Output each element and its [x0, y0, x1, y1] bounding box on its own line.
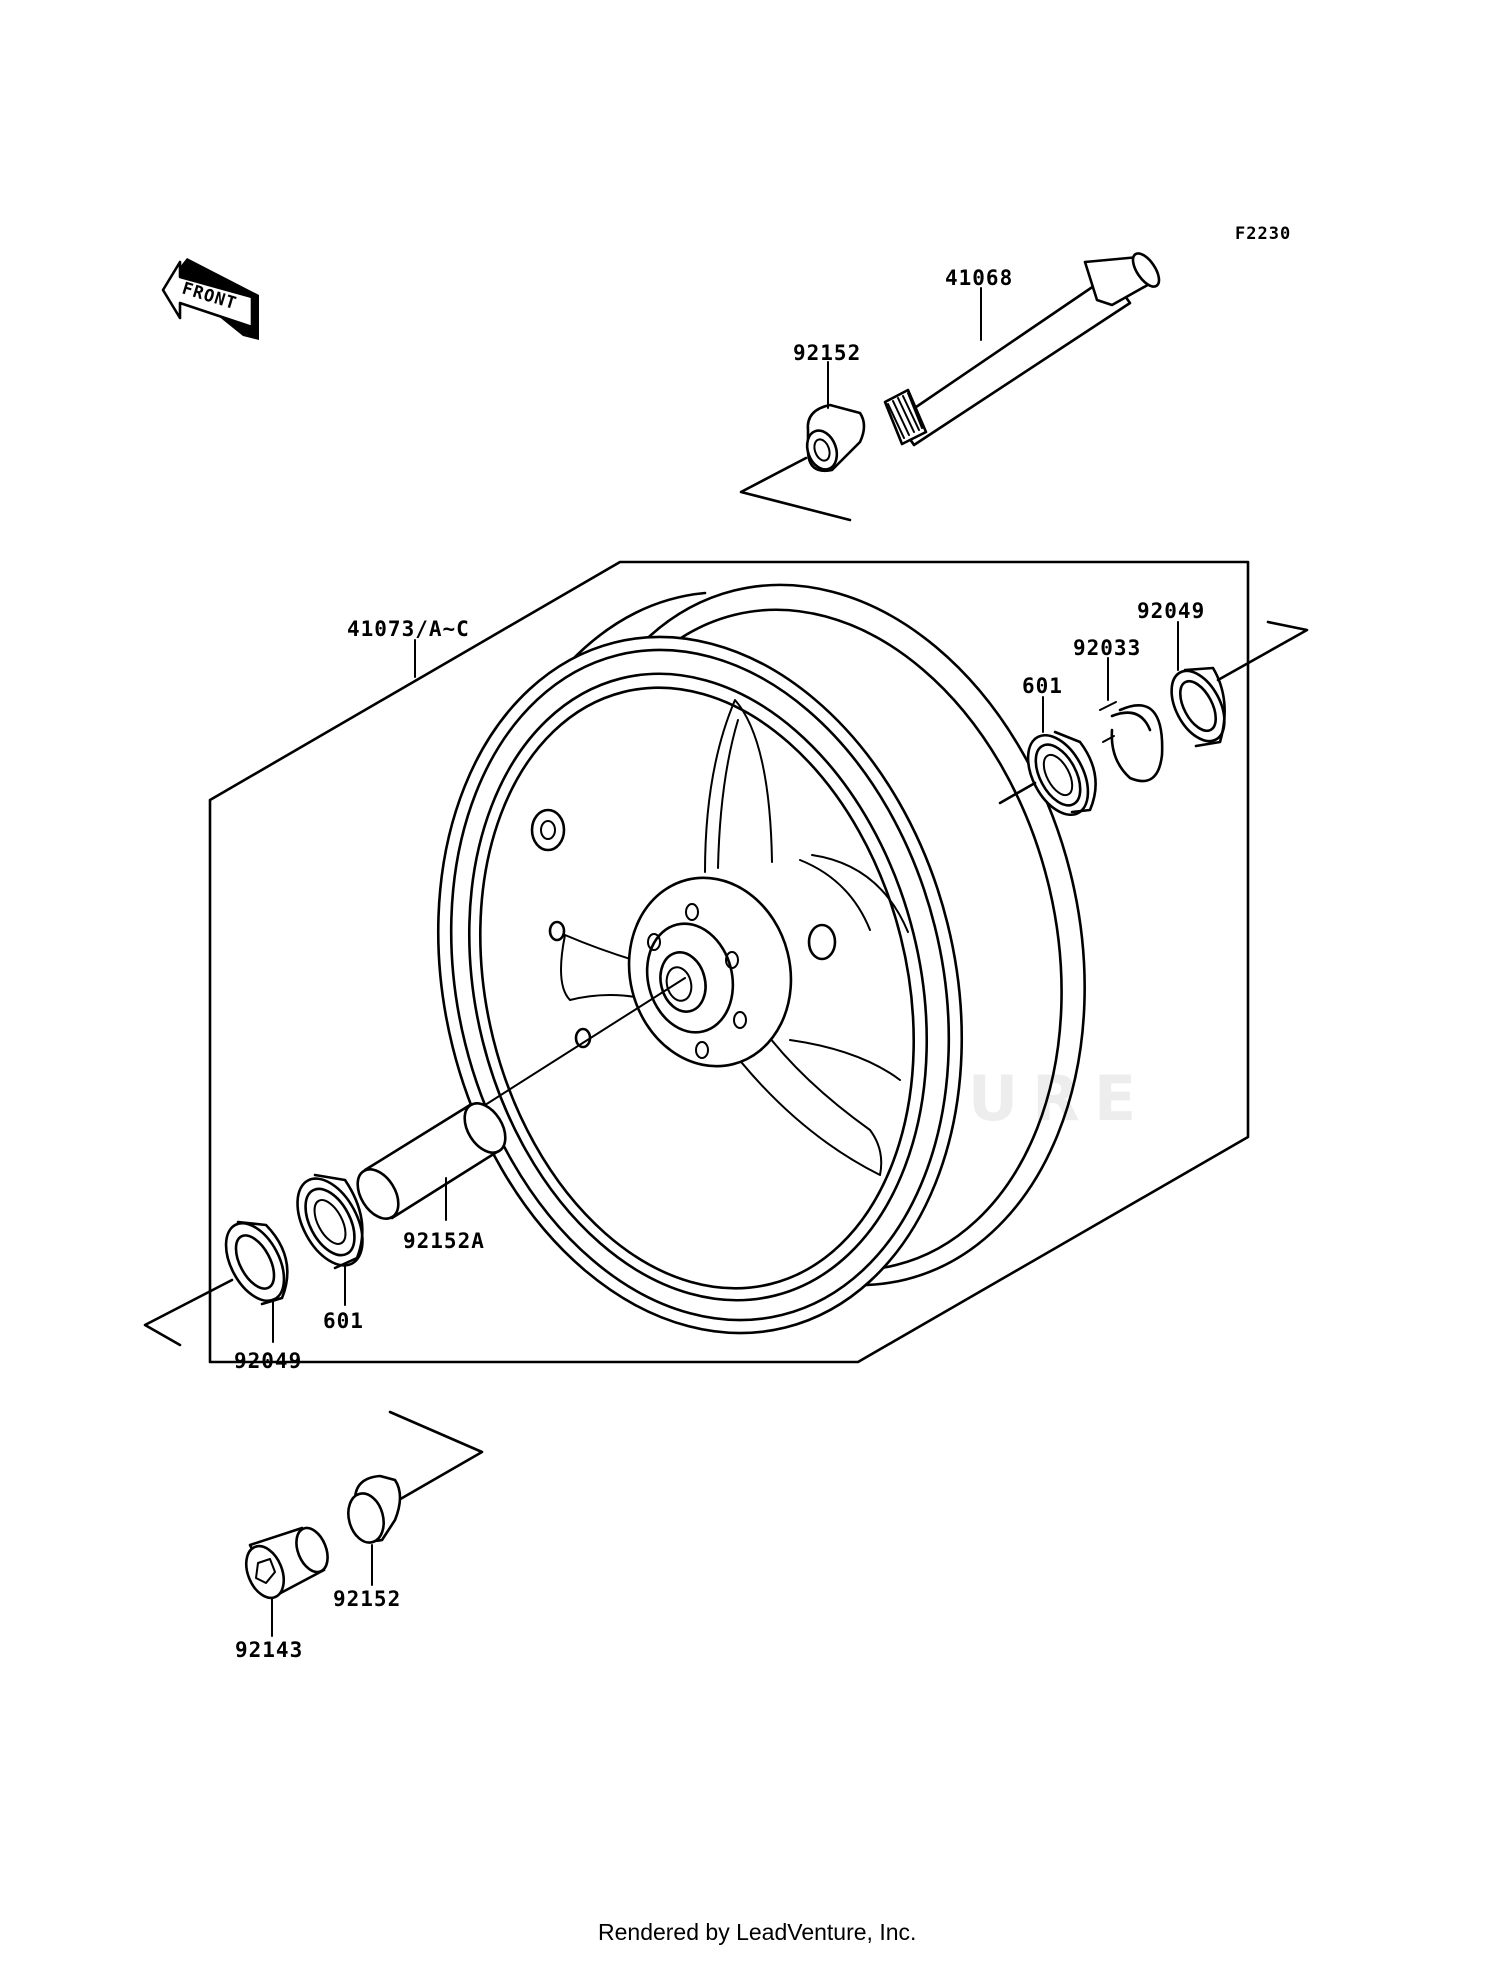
axle-nut-part [244, 1526, 329, 1600]
label-axle: 41068 [945, 266, 1013, 290]
bearing-left-part [296, 1173, 364, 1270]
oil-seal-right-part [1170, 666, 1226, 748]
left-axis-line [143, 1278, 234, 1347]
label-oil-seal-right: 92049 [1137, 599, 1205, 623]
label-circlip: 92033 [1073, 636, 1141, 660]
label-collar-bottom: 92152 [333, 1587, 401, 1611]
circlip-part [1099, 701, 1164, 783]
bottom-axis-line [388, 1410, 484, 1507]
front-arrow-icon: FRONT [161, 258, 259, 340]
label-axle-nut: 92143 [235, 1638, 303, 1662]
right-axis-line [1216, 620, 1309, 682]
label-bearing-left: 601 [323, 1309, 364, 1333]
label-collar-top: 92152 [793, 341, 861, 365]
footer-credit: Rendered by LeadVenture, Inc. [598, 1919, 916, 1945]
axle-part [883, 252, 1161, 447]
label-bearing-right: 601 [1022, 674, 1063, 698]
label-oil-seal-left: 92049 [234, 1349, 302, 1373]
bearing-right-part [1026, 730, 1097, 817]
wheel-part [436, 583, 1086, 1335]
diagram-code: F2230 [1235, 224, 1291, 244]
label-spacer: 92152A [403, 1229, 485, 1253]
collar-top-part [805, 403, 866, 473]
collar-bottom-part [347, 1474, 402, 1544]
oil-seal-left-part [224, 1220, 289, 1306]
label-wheel: 41073/A~C [347, 617, 470, 641]
spacer-part [356, 1102, 507, 1220]
collar-top-axis-line [739, 456, 852, 522]
assembly-frame [208, 560, 1250, 1364]
